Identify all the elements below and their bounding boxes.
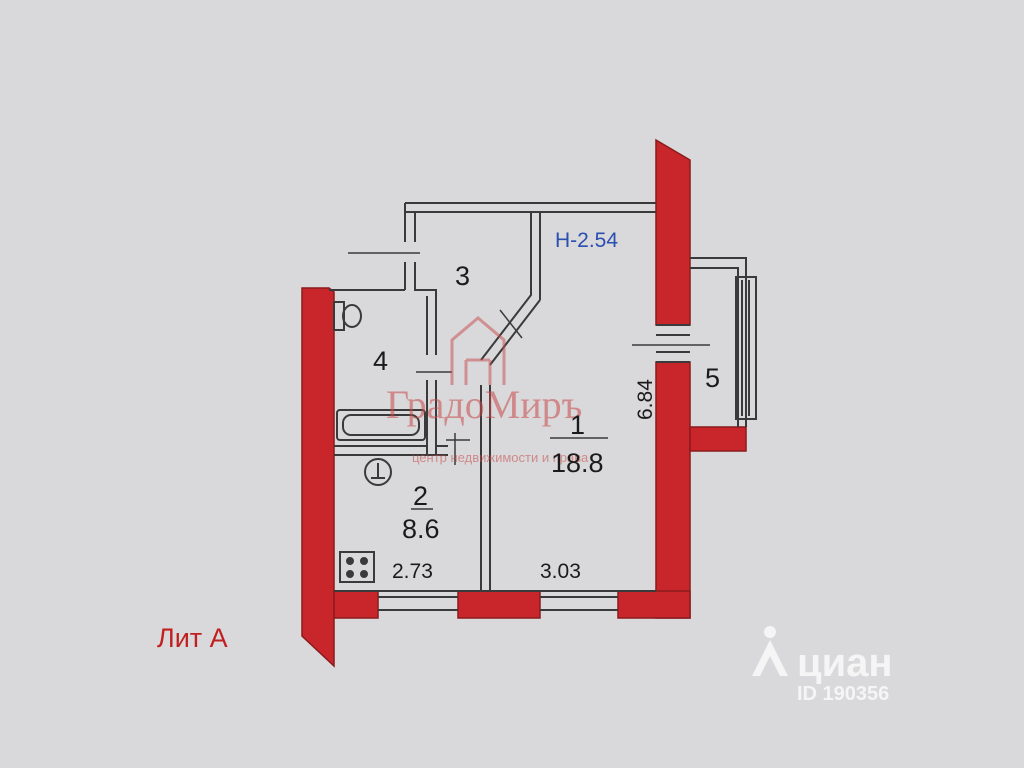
balcony-outline: [690, 257, 747, 427]
dimension-ticks: [348, 252, 710, 510]
door-diagonal: [480, 212, 541, 366]
cian-watermark: циан ID 190356: [752, 626, 893, 705]
room3-inner: [329, 262, 437, 296]
partitions: [329, 202, 757, 611]
left-wall: [301, 287, 335, 668]
bathtub-icon: [336, 409, 426, 441]
toilet-icon: [333, 301, 362, 331]
fixtures: [333, 301, 426, 583]
ceiling-height-label: Н-2.54: [555, 229, 618, 252]
right-wall-upper: [655, 138, 691, 326]
agency-name: ГрадоМиръ: [386, 382, 582, 427]
room4-partition: [426, 296, 437, 455]
cian-name: циан: [797, 641, 893, 685]
lit-label: Лит А: [157, 623, 228, 653]
room-width-dimension: 3.03: [540, 560, 581, 583]
window-bottom-right: [540, 596, 618, 611]
agency-logo-icon: [450, 316, 506, 385]
room-3-number: 3: [455, 261, 470, 291]
load-bearing-walls: [301, 138, 747, 668]
room-1-area: 18.8: [551, 448, 604, 478]
room-4-number: 4: [373, 346, 388, 376]
bottom-wall-left: [333, 590, 379, 619]
room-5-number: 5: [705, 363, 720, 393]
room-2-area: 8.6: [402, 514, 440, 544]
bottom-wall-middle: [457, 590, 541, 619]
kitchen-width-dimension: 2.73: [392, 560, 433, 583]
room-length-dimension: 6.84: [634, 379, 657, 420]
agency-watermark: ГрадоМиръ центр недвижимости и права: [386, 316, 589, 465]
balcony-wall: [689, 426, 747, 452]
sink-icon: [364, 458, 392, 486]
stove-icon: [339, 551, 375, 583]
agency-subtitle: центр недвижимости и права: [412, 450, 589, 465]
room-1-number: 1: [570, 410, 585, 440]
room3-outline: [404, 202, 656, 242]
kitchen-room1-partition: [480, 385, 491, 591]
room4-bottom: [334, 445, 436, 456]
balcony-window-inner: [741, 280, 750, 416]
room-2-number: 2: [413, 481, 428, 511]
balcony-door: [656, 324, 690, 363]
bottom-wall-right: [617, 590, 691, 619]
right-wall-lower: [655, 361, 691, 619]
cian-logo-icon: [752, 626, 788, 676]
window-bottom-left: [378, 596, 458, 611]
balcony-window: [735, 276, 757, 420]
kitchen-top: [436, 445, 448, 456]
cian-id: ID 190356: [797, 683, 889, 705]
